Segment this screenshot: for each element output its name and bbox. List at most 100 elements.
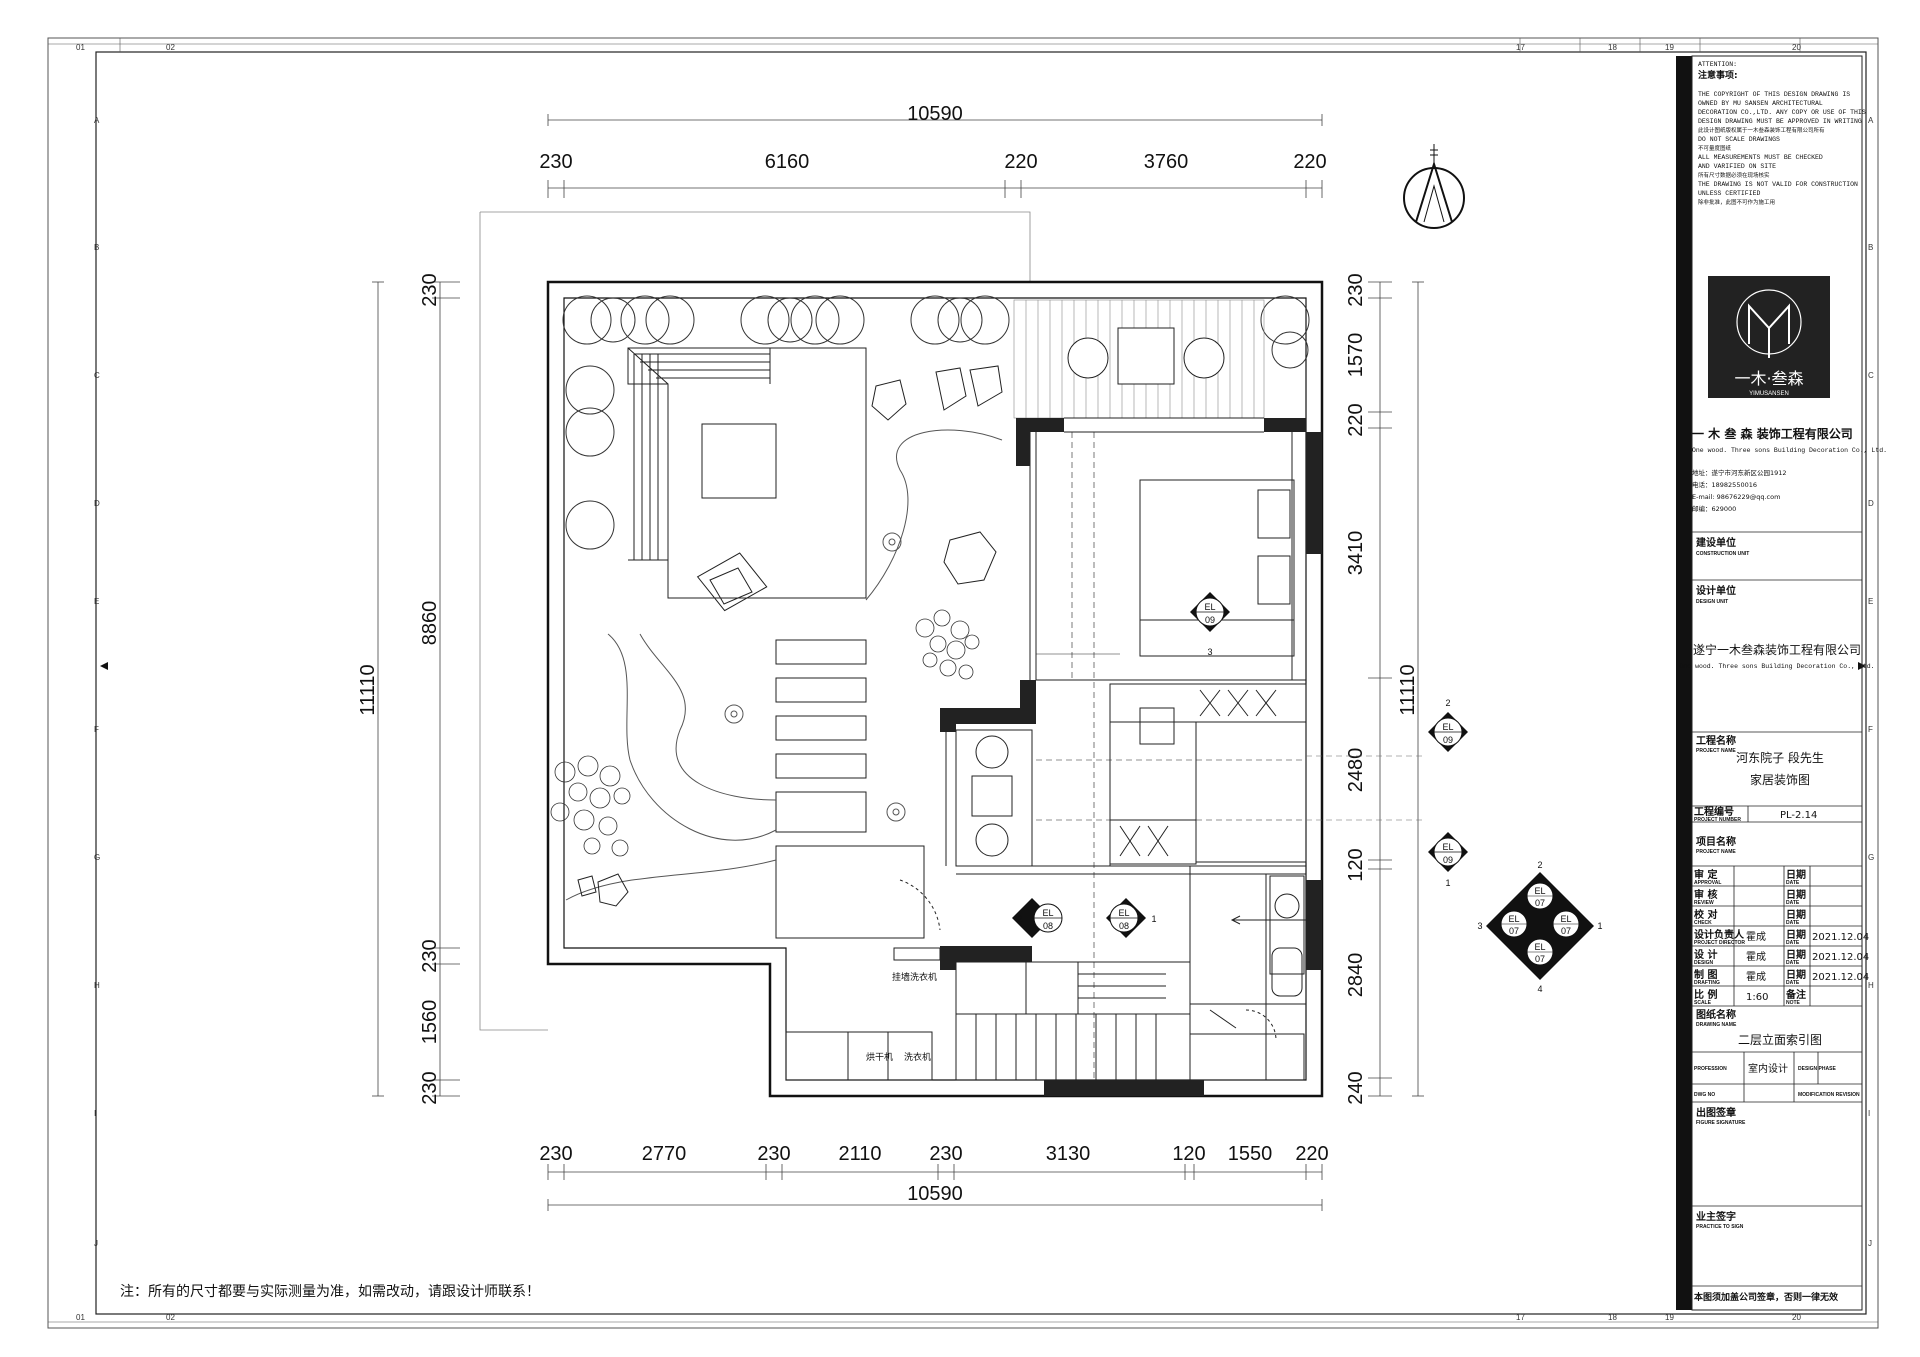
row-date-cn: 日期 bbox=[1786, 948, 1806, 961]
dim-bottom: 220 bbox=[1295, 1143, 1328, 1165]
grid-label: E bbox=[94, 597, 99, 606]
company-email: E-mail: 98676229@qq.com bbox=[1692, 493, 1780, 501]
dim-right-total: 11110 bbox=[1397, 664, 1419, 715]
row-date-en: DATE bbox=[1786, 980, 1800, 986]
company-name-cn: 一 木 叁 森 装饰工程有限公司 bbox=[1692, 426, 1853, 441]
el-num: 3 bbox=[1477, 921, 1482, 931]
drawing-name-cn: 图纸名称 bbox=[1696, 1008, 1736, 1021]
grid-label: 20 bbox=[1792, 43, 1801, 52]
design-phase-en: DESIGN PHASE bbox=[1798, 1066, 1836, 1072]
elevation-marker-el07: EL 07 EL 07 EL 07 EL 07 2 3 1 4 bbox=[1477, 860, 1602, 994]
note-line: AND VARIFIED ON SITE bbox=[1698, 163, 1776, 170]
dim-left: 230 bbox=[419, 273, 441, 306]
dim-right: 2840 bbox=[1345, 953, 1367, 998]
dim-right: 220 bbox=[1345, 403, 1367, 436]
note-line: 除非批准，此图不可作为施工用 bbox=[1698, 198, 1775, 206]
el-num: 2 bbox=[1537, 860, 1542, 870]
note-line: 不可量度图纸 bbox=[1698, 144, 1732, 152]
row-role-en: CHECK bbox=[1694, 920, 1712, 926]
dim-right: 120 bbox=[1345, 848, 1367, 881]
dim-right: 2480 bbox=[1345, 748, 1367, 793]
row-name: 霍成 bbox=[1746, 971, 1766, 983]
room-label-wall-washer: 挂墙洗衣机 bbox=[892, 971, 937, 983]
row-role-en: PROJECT DIRECTOR bbox=[1694, 940, 1745, 946]
attention-cn: 注意事项: bbox=[1698, 69, 1738, 81]
dimension-text: 10590 230 6160 220 3760 220 230 2770 230… bbox=[357, 103, 1419, 1205]
walls-solid bbox=[940, 418, 1322, 1096]
project-name-en: PROJECT NAME bbox=[1696, 748, 1736, 754]
grid-label: J bbox=[94, 1239, 98, 1248]
laundry bbox=[785, 879, 941, 1081]
room-label-washer: 洗衣机 bbox=[904, 1051, 931, 1063]
project-number-en: PROJECT NUMBER bbox=[1694, 817, 1741, 823]
floor-plan: 挂墙洗衣机 烘干机 洗衣机 bbox=[479, 211, 1426, 1098]
decorative-tree-icon bbox=[550, 609, 980, 857]
elevation-marker-el09-3: EL 09 3 bbox=[1190, 592, 1230, 657]
grid-label: B bbox=[1868, 243, 1873, 252]
elevation-marker-el08-2: EL 08 2 bbox=[1012, 898, 1063, 938]
grid-label: D bbox=[1868, 499, 1874, 508]
project-name-cn: 工程名称 bbox=[1696, 734, 1736, 747]
row-date-cn: 日期 bbox=[1786, 908, 1806, 921]
dim-left: 8860 bbox=[419, 601, 441, 646]
profession-en: PROFESSION bbox=[1694, 1066, 1727, 1072]
el-code: 07 bbox=[1509, 926, 1519, 936]
row-date-cn: 日期 bbox=[1786, 968, 1806, 981]
el-code: 09 bbox=[1443, 855, 1453, 865]
row-role-en: SCALE bbox=[1694, 1000, 1712, 1006]
modification-en: MODIFICATION REVISION bbox=[1798, 1092, 1860, 1098]
balcony-furniture bbox=[1067, 327, 1225, 385]
grid-label: G bbox=[94, 853, 100, 862]
grid-label: A bbox=[1868, 116, 1874, 125]
row-date: 2021.12.04 bbox=[1812, 952, 1869, 963]
el-code: 09 bbox=[1205, 615, 1215, 625]
row-role-en: REVIEW bbox=[1694, 900, 1714, 906]
grid-label: 01 bbox=[76, 43, 85, 52]
row-name: 霍成 bbox=[1746, 951, 1766, 963]
company-name-en: One wood. Three sons Building Decoration… bbox=[1692, 447, 1887, 454]
dim-top: 230 bbox=[539, 151, 572, 173]
grid-label: 20 bbox=[1792, 1313, 1801, 1322]
grid-label: C bbox=[1868, 371, 1874, 380]
grid-label: 19 bbox=[1665, 1313, 1674, 1322]
dim-left: 230 bbox=[419, 1071, 441, 1104]
el-prefix: EL bbox=[1442, 722, 1453, 732]
row-date: 2021.12.04 bbox=[1812, 972, 1869, 983]
row-role-en: DESIGN bbox=[1694, 960, 1714, 966]
sheet-frame bbox=[47, 37, 1879, 1329]
drawing-name-en: DRAWING NAME bbox=[1696, 1022, 1737, 1028]
company-postcode: 邮编：629000 bbox=[1692, 504, 1736, 513]
el-prefix: EL bbox=[1204, 602, 1215, 612]
company-phone: 电话：18982550016 bbox=[1692, 480, 1757, 489]
row-date-en: DATE bbox=[1786, 940, 1800, 946]
dim-bottom: 2770 bbox=[642, 1143, 687, 1165]
row-role-cn: 审 核 bbox=[1694, 888, 1717, 901]
note-line: 所有尺寸数据必须在现场核实 bbox=[1698, 171, 1770, 179]
row-role-en: DRAFTING bbox=[1694, 980, 1720, 986]
el-code: 08 bbox=[1119, 921, 1129, 931]
gravel-paths bbox=[565, 429, 1003, 901]
grid-label: F bbox=[94, 725, 99, 734]
grid-label: 17 bbox=[1516, 43, 1525, 52]
design-company-en: One wood. Three sons Building Decoration… bbox=[1679, 663, 1874, 670]
el-num: 1 bbox=[1151, 914, 1156, 924]
row-date-cn: 日期 bbox=[1786, 928, 1806, 941]
dim-right: 1570 bbox=[1345, 333, 1367, 378]
grid-label: F bbox=[1868, 725, 1873, 734]
item-name-en: PROJECT NAME bbox=[1696, 849, 1736, 855]
grid-label: H bbox=[94, 981, 100, 990]
grid-label: J bbox=[1868, 1239, 1872, 1248]
attention-en: ATTENTION: bbox=[1698, 61, 1737, 68]
kitchen bbox=[1109, 683, 1307, 866]
grid-label: 18 bbox=[1608, 43, 1617, 52]
bedroom bbox=[1036, 432, 1295, 1080]
row-role-cn: 校 对 bbox=[1694, 908, 1717, 921]
dwg-no-en: DWG NO bbox=[1694, 1092, 1715, 1098]
dimension-lines bbox=[372, 114, 1424, 1211]
grid-label: 19 bbox=[1665, 43, 1674, 52]
dim-top: 220 bbox=[1293, 151, 1326, 173]
grid-labels-left: A B C D E F G H I J A B C D E F G H I J bbox=[94, 116, 1874, 1248]
el-code: 08 bbox=[1043, 921, 1053, 931]
title-block-grid bbox=[1692, 531, 1862, 1287]
